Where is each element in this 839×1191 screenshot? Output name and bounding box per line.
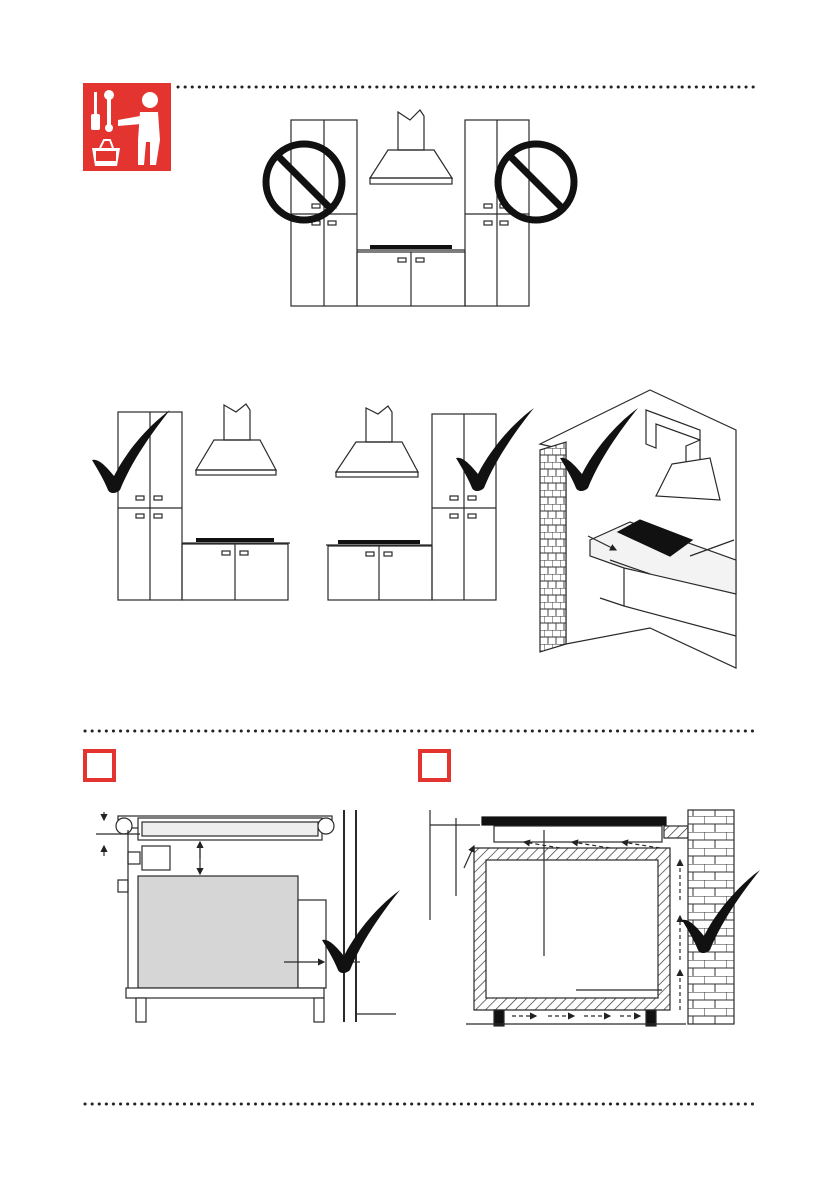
red-square-icon bbox=[420, 751, 449, 780]
checkmark-icon bbox=[92, 410, 170, 493]
red-square-icon bbox=[85, 751, 114, 780]
checkmark-icon bbox=[456, 408, 534, 491]
allowed-tall-cabinet-right bbox=[326, 406, 496, 600]
allowed-wall-corner bbox=[540, 390, 736, 668]
prohibited-icon bbox=[266, 144, 342, 220]
allowed-tall-cabinet-left bbox=[118, 404, 290, 600]
side-clearance-drawing bbox=[96, 810, 396, 1022]
airflow-drawing bbox=[430, 810, 734, 1026]
installer-tools-icon bbox=[83, 83, 171, 171]
prohibited-icon bbox=[498, 144, 574, 220]
checkmark-icon bbox=[322, 890, 400, 973]
